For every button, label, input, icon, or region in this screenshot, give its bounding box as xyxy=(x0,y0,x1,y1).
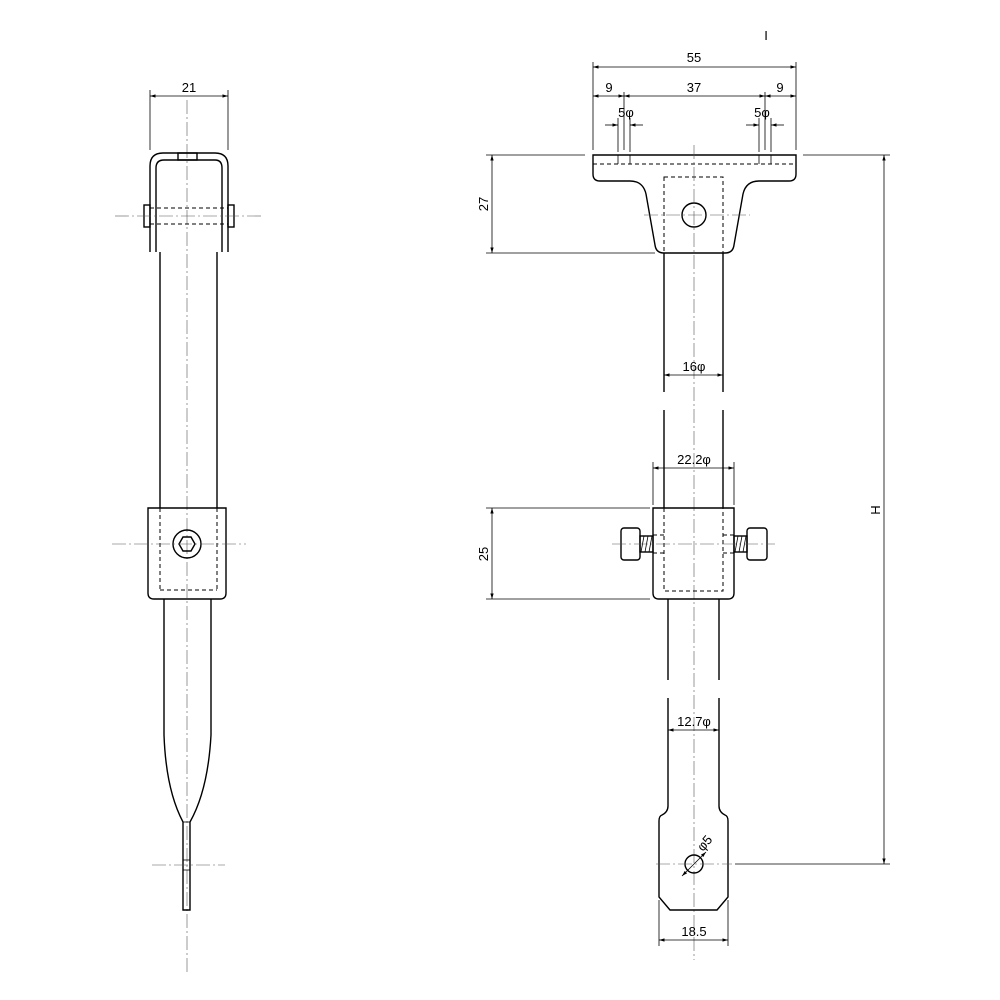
side-view: 21 xyxy=(112,80,262,972)
dim-lower-tube-label: 12.7φ xyxy=(677,714,711,729)
dim-bracket-height-label: 27 xyxy=(476,197,491,211)
dim-total-height-label: H xyxy=(868,505,883,514)
side-bracket-inner xyxy=(155,159,223,252)
dim-clamp-diameter-label: 22.2φ xyxy=(677,452,711,467)
dim-center-label: 37 xyxy=(687,80,701,95)
top-bracket xyxy=(592,154,797,254)
dim-hole-right-label: 5φ xyxy=(754,105,770,120)
flattened-end xyxy=(658,800,729,911)
left-thread-3 xyxy=(648,535,653,553)
bracket-hidden-socket xyxy=(663,176,724,254)
front-view: I xyxy=(476,28,890,960)
side-bracket-outer xyxy=(149,152,229,252)
top-mark: I xyxy=(764,28,768,43)
side-clamp-block xyxy=(147,507,227,600)
dim-hole-left-label: 5φ xyxy=(618,105,634,120)
dim-end-width-label: 18.5 xyxy=(681,924,706,939)
side-bracket-slot xyxy=(177,152,198,161)
end-hole-dim-line xyxy=(681,851,707,877)
side-dim-width-label: 21 xyxy=(182,80,196,95)
end-hole-dim-label: φ5 xyxy=(694,832,716,854)
dim-left-offset-label: 9 xyxy=(605,80,612,95)
side-lower-tube xyxy=(163,599,212,911)
dim-clamp-height-label: 25 xyxy=(476,547,491,561)
dim-right-offset-label: 9 xyxy=(776,80,783,95)
right-thread-1 xyxy=(734,535,739,553)
clamp-hidden-bore xyxy=(663,507,724,592)
dim-upper-tube-label: 16φ xyxy=(683,359,706,374)
dim-overall-width-label: 55 xyxy=(687,50,701,65)
clamp-block xyxy=(652,507,735,600)
